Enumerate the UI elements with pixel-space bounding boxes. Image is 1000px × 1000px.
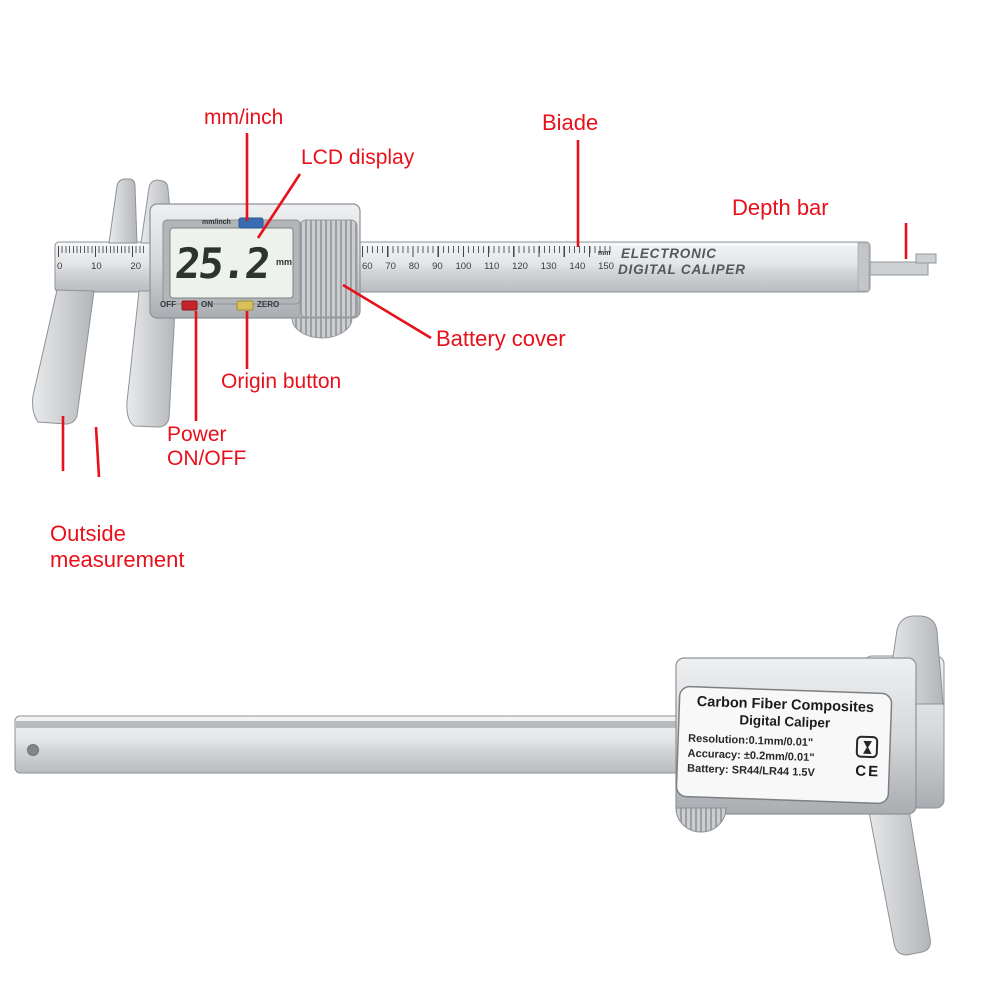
lcd-reading: 25.2 [172,239,272,288]
battery-callout-line [342,283,432,340]
scale-number: 110 [484,261,500,272]
callout-lines [61,133,908,478]
annotation-lcd-display: LCD display [301,146,415,169]
scale-number: 90 [432,261,443,272]
spec-label-text: Carbon Fiber Composites Digital Caliper … [676,686,892,803]
battery-cover [299,219,358,318]
scale-number: 120 [512,261,528,272]
annotation-outside-measurement: Outside measurement [50,521,185,573]
front-depth-bar [857,253,937,276]
mm-scale-numbers-left: 0 10 20 [57,261,141,272]
annotation-outside-line2: measurement [50,547,185,572]
thumb-wheel [675,807,727,833]
scale-number: 60 [362,261,373,272]
scale-number: 150 [598,261,614,272]
hourglass-icon [855,735,879,759]
back-beam [14,715,706,774]
annotation-depth-bar: Depth bar [732,195,829,220]
scale-number: 20 [130,261,141,272]
scale-number: 100 [455,261,472,272]
annotation-battery-cover: Battery cover [436,326,566,351]
brand-line-1: ELECTRONIC [621,246,717,261]
beam-hole [27,744,39,756]
annotation-power-line1: Power [167,423,227,446]
spec-label-panel [675,685,893,805]
scale-number: 80 [408,261,420,272]
scale-number: 10 [91,261,102,272]
mm-scale-major-ticks-right [362,246,614,257]
scale-number: 70 [385,261,396,272]
back-slider [675,657,917,833]
scale-number: 0 [57,261,63,272]
zero-origin-button [236,300,254,311]
annotation-power-line2: ON/OFF [167,447,247,470]
off-label: OFF [160,300,176,309]
lcd-screen [169,227,294,299]
annotation-outside-line1: Outside [50,521,126,546]
mm-inch-printed-label: mm/inch [202,219,231,226]
annotation-power: Power ON/OFF [167,423,246,471]
on-label: ON [201,300,213,309]
mm-inch-button [238,217,264,229]
annotation-mm-inch: mm/inch [204,106,284,129]
annotation-origin-button: Origin button [221,370,342,393]
lcd-callout-line [256,173,302,239]
zero-label: ZERO [257,300,280,309]
scale-number: 130 [540,261,557,272]
front-slider [149,203,361,339]
mm-scale-numbers-right: 60 70 80 90 100 110 120 130 140 150 [362,261,614,272]
lcd-unit-label: mm [276,257,293,267]
ce-mark: CE [854,762,881,781]
brand-line-2: DIGITAL CALIPER [618,262,746,277]
scale-unit-label: mm [598,250,611,257]
power-on-button [181,300,198,311]
mm-scale-major-ticks-left [58,246,144,257]
outside-callout-line-2 [94,426,101,478]
scale-number: 140 [569,261,586,272]
thumb-wheel [291,317,353,339]
annotation-blade: Biade [542,110,599,135]
